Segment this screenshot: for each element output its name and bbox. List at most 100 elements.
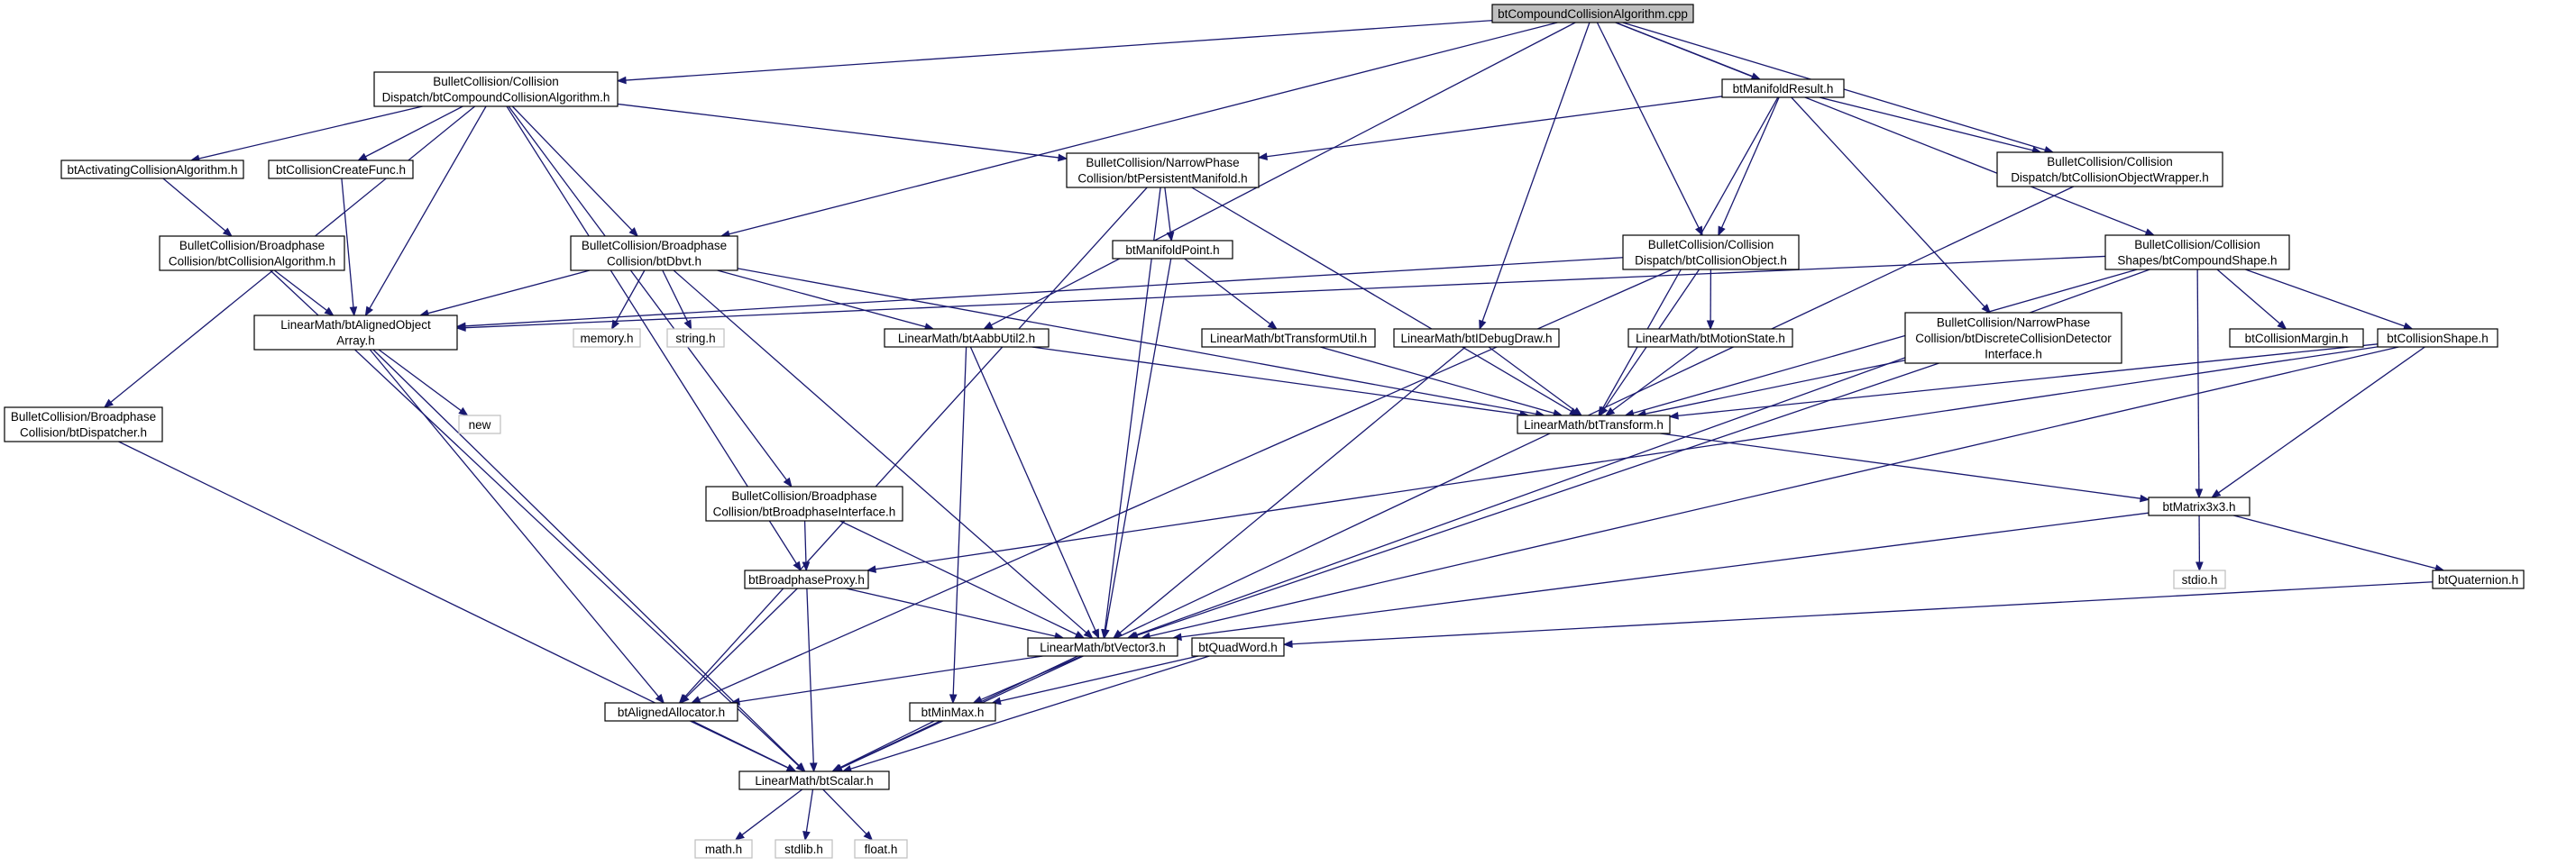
node-v3[interactable]: LinearMath/btVector3.h <box>1027 637 1178 657</box>
node-label: float.h <box>865 843 898 856</box>
node-mp[interactable]: btManifoldPoint.h <box>1112 240 1233 260</box>
edge-csh-to-v3 <box>1149 346 2399 637</box>
edge-bpp-to-v3 <box>846 588 1056 637</box>
node-box <box>694 839 753 859</box>
node-box <box>1491 4 1694 23</box>
edge-mr-to-dcd <box>1791 96 1985 307</box>
edge-root-to-dbvt <box>729 22 1558 235</box>
node-bpi[interactable]: BulletCollision/BroadphaseCollision/btBr… <box>705 486 903 522</box>
edge-cca-to-aca <box>198 105 423 160</box>
node-label: btQuaternion.h <box>2438 573 2518 587</box>
arrowhead-dbvt-to-v3 <box>1083 629 1094 639</box>
node-quat[interactable]: btQuaternion.h <box>2432 570 2525 589</box>
edge-dd-to-v3 <box>1119 346 1466 634</box>
node-label: Collision/btPersistentManifold.h <box>1077 172 1247 186</box>
node-label: BulletCollision/NarrowPhase <box>1937 315 2090 329</box>
node-aal[interactable]: btAlignedAllocator.h <box>604 702 738 722</box>
node-ms[interactable]: LinearMath/btMotionState.h <box>1627 328 1793 348</box>
node-pm[interactable]: BulletCollision/NarrowPhaseCollision/btP… <box>1066 152 1260 188</box>
edge-bca-to-sc <box>270 269 800 767</box>
node-tu[interactable]: LinearMath/btTransformUtil.h <box>1201 328 1376 348</box>
node-sc[interactable]: LinearMath/btScalar.h <box>738 770 890 790</box>
arrowhead-root-to-dd <box>1479 319 1487 331</box>
node-box <box>1066 152 1260 188</box>
edge-mp-to-tu <box>1184 258 1271 325</box>
node-label: LinearMath/btAabbUtil2.h <box>898 332 1035 345</box>
edge-aabb-to-mm <box>952 346 967 696</box>
node-m33[interactable]: btMatrix3x3.h <box>2148 497 2251 516</box>
edge-qw-to-sc <box>850 655 1210 770</box>
node-box <box>1201 328 1376 348</box>
node-box <box>604 702 738 722</box>
arrowhead-cca-to-bpi <box>783 477 793 488</box>
node-ccf[interactable]: btCollisionCreateFunc.h <box>268 160 414 179</box>
edge-cs-to-m33 <box>2196 269 2200 490</box>
node-label: btQuadWord.h <box>1198 641 1278 654</box>
node-qw[interactable]: btQuadWord.h <box>1191 637 1285 657</box>
node-co[interactable]: BulletCollision/CollisionDispatch/btColl… <box>1622 234 1800 270</box>
node-mem: memory.h <box>573 328 641 348</box>
arrowhead-cca-to-aoa <box>364 305 373 317</box>
node-box <box>2104 234 2290 270</box>
node-box <box>1996 151 2223 187</box>
edge-dcd-to-v3 <box>1136 362 1939 636</box>
arrowhead-cca-to-ccf <box>357 152 368 161</box>
node-label: LinearMath/btMotionState.h <box>1636 332 1785 345</box>
arrowhead-sc-to-stdlib <box>802 830 811 842</box>
edge-aoa-to-aal <box>369 349 659 697</box>
arrowhead-aabb-to-v3 <box>1091 628 1100 640</box>
arrowhead-aca-to-bca <box>222 227 233 237</box>
edge-quat-to-qw <box>1291 581 2434 645</box>
node-label: Collision/btDispatcher.h <box>20 426 147 440</box>
edge-cs-to-tr <box>1633 269 2138 415</box>
node-dbvt[interactable]: BulletCollision/BroadphaseCollision/btDb… <box>570 235 738 271</box>
node-dcd[interactable]: BulletCollision/NarrowPhaseCollision/btD… <box>1904 312 2122 364</box>
node-bpp[interactable]: btBroadphaseProxy.h <box>744 570 869 589</box>
arrowhead-aabb-to-mm <box>949 694 958 705</box>
node-str: string.h <box>666 328 725 348</box>
node-label: LinearMath/btTransformUtil.h <box>1210 332 1367 345</box>
node-bca[interactable]: BulletCollision/BroadphaseCollision/btCo… <box>159 235 345 271</box>
arrowhead-sc-to-math <box>734 831 745 841</box>
node-cs[interactable]: BulletCollision/CollisionShapes/btCompou… <box>2104 234 2290 270</box>
node-label: btMinMax.h <box>921 706 985 719</box>
node-label: BulletCollision/Collision <box>2047 155 2173 169</box>
node-aca[interactable]: btActivatingCollisionAlgorithm.h <box>60 160 244 179</box>
node-label: LinearMath/btVector3.h <box>1040 641 1166 654</box>
node-mm[interactable]: btMinMax.h <box>909 702 996 722</box>
node-aabb[interactable]: LinearMath/btAabbUtil2.h <box>884 328 1050 348</box>
node-disp[interactable]: BulletCollision/BroadphaseCollision/btDi… <box>4 406 163 442</box>
arrowhead-root-to-cca <box>616 76 627 85</box>
node-new: new <box>458 415 501 434</box>
edge-v3-to-aal <box>738 655 1043 703</box>
node-dd[interactable]: LinearMath/btIDebugDraw.h <box>1393 328 1560 348</box>
arrowhead-dbvt-to-str <box>683 319 692 331</box>
edge-cs-to-cm <box>2216 269 2281 324</box>
node-box <box>854 839 908 859</box>
node-root[interactable]: btCompoundCollisionAlgorithm.cpp <box>1491 4 1694 23</box>
node-box <box>775 839 833 859</box>
arrowhead-m33-to-stdio <box>2196 561 2204 572</box>
node-label: memory.h <box>580 332 633 345</box>
edge-aca-to-bca <box>162 178 226 232</box>
arrowhead-pm-to-mp <box>1166 232 1175 242</box>
edge-bpp-to-sc <box>806 588 814 764</box>
arrowhead-cca-to-dbvt <box>628 227 639 237</box>
node-box <box>1627 328 1793 348</box>
node-cow[interactable]: BulletCollision/CollisionDispatch/btColl… <box>1996 151 2223 187</box>
node-csh[interactable]: btCollisionShape.h <box>2377 328 2498 348</box>
edge-mr-to-cow <box>1819 96 2033 151</box>
node-box <box>2148 497 2251 516</box>
node-mr[interactable]: btManifoldResult.h <box>1721 78 1845 98</box>
node-box <box>909 702 996 722</box>
arrowhead-co-to-tr <box>1599 406 1609 417</box>
arrowhead-mp-to-v3 <box>1102 628 1110 640</box>
node-tr[interactable]: LinearMath/btTransform.h <box>1517 415 1671 434</box>
node-cm[interactable]: btCollisionMargin.h <box>2229 328 2364 348</box>
node-cca[interactable]: BulletCollision/CollisionDispatch/btComp… <box>373 71 619 107</box>
arrowhead-cca-to-bpp <box>793 561 802 572</box>
arrowhead-aoa-to-aal <box>655 693 665 705</box>
edge-csh-to-tr <box>1677 343 2379 417</box>
node-label: string.h <box>675 332 715 345</box>
